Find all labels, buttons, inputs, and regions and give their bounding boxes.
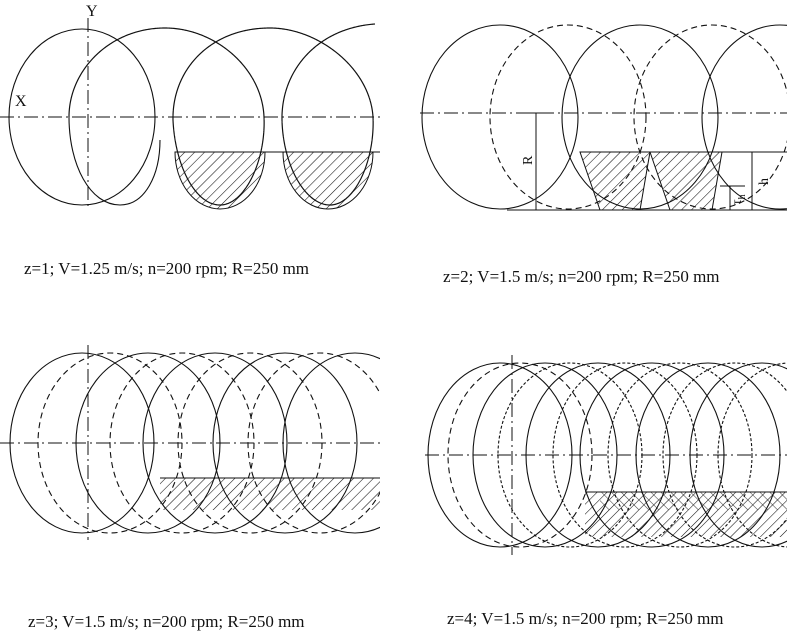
x-axis-label: X bbox=[15, 93, 27, 110]
cut-region-5 bbox=[160, 478, 380, 510]
sub-height-label: τh bbox=[730, 194, 748, 205]
panel-z4-diagram bbox=[425, 355, 787, 555]
caption-z1: z=1; V=1.25 m/s; n=200 rpm; R=250 mm bbox=[24, 259, 310, 278]
cut-region-1 bbox=[174, 151, 266, 210]
caption-z2: z=2; V=1.5 m/s; n=200 rpm; R=250 mm bbox=[443, 267, 720, 286]
height-label: h bbox=[757, 178, 772, 185]
cut-region-3 bbox=[579, 151, 651, 211]
radius-label: R bbox=[521, 155, 536, 165]
panel-z2-diagram bbox=[420, 24, 787, 211]
caption-z3: z=3; V=1.5 m/s; n=200 rpm; R=250 mm bbox=[28, 612, 305, 631]
cut-region-7 bbox=[600, 492, 787, 510]
trajectory-lower bbox=[68, 116, 161, 206]
panel-z3-diagram bbox=[0, 345, 380, 540]
trajectory-path bbox=[68, 23, 376, 206]
panel-z1-diagram bbox=[0, 18, 380, 210]
caption-z4: z=4; V=1.5 m/s; n=200 rpm; R=250 mm bbox=[447, 609, 724, 628]
y-axis-label: Y bbox=[86, 3, 98, 20]
